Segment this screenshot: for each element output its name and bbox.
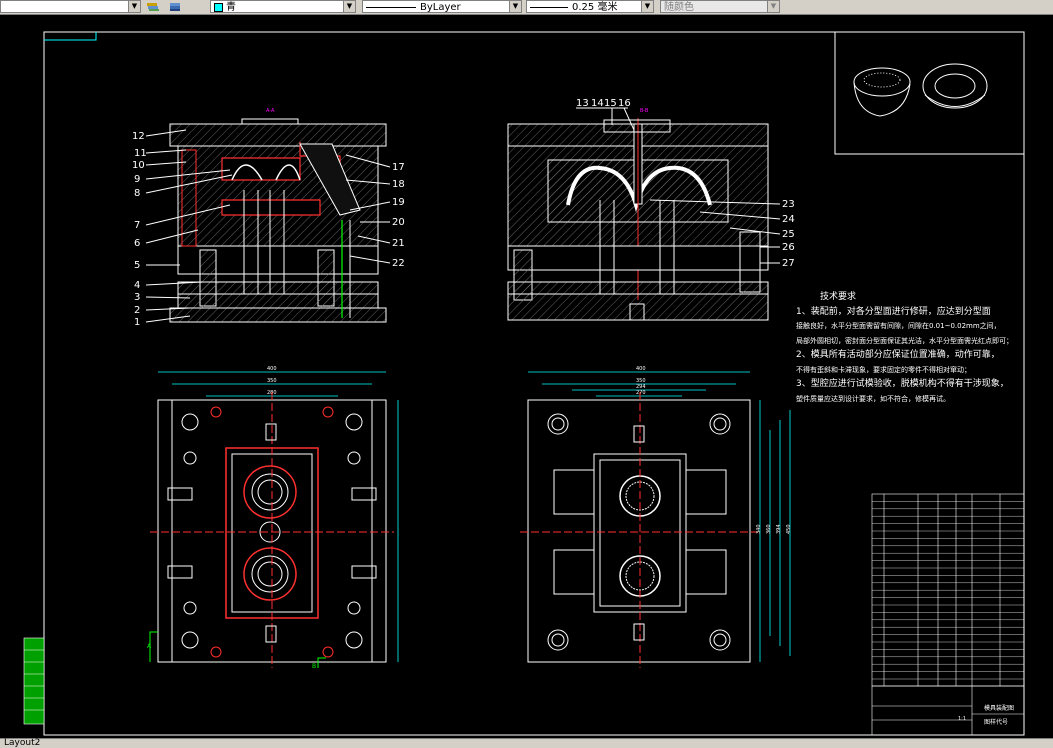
callout: 7 (134, 220, 140, 231)
tech-requirements-title: 技术要求 (820, 292, 857, 302)
part-callouts-left-view: 12 11 10 9 8 7 6 5 4 3 2 1 17 18 19 20 2… (132, 129, 405, 328)
callout: 21 (392, 238, 405, 249)
callout: 6 (134, 238, 140, 249)
chevron-down-icon[interactable]: ▼ (767, 1, 779, 12)
callout: 3 (134, 292, 140, 303)
dimension-text: 400 (636, 366, 646, 372)
dimension-text: 360 (766, 524, 772, 534)
make-object-layer-current-icon[interactable] (146, 0, 160, 12)
part-callouts-right-view: 13 14 15 16 23 24 25 26 27 (576, 98, 795, 269)
color-swatch (214, 2, 223, 12)
properties-toolbar: ▼ 青 ▼ ByLayer ▼ 0.25 毫米 ▼ 随颜色 ▼ (0, 0, 1053, 15)
linetype-control-dropdown[interactable]: ByLayer ▼ (362, 0, 522, 13)
callout: 10 (132, 160, 145, 171)
callout: 12 (132, 131, 145, 142)
layer-previous-icon[interactable] (168, 0, 182, 12)
tech-requirement-line: 塑件质量应达到设计要求，如不符合，修模再试。 (796, 394, 950, 403)
lineweight-label: 0.25 毫米 (572, 2, 618, 13)
dimension-text: 394 (776, 524, 782, 534)
dimension-text: 270 (636, 390, 646, 396)
chevron-down-icon[interactable]: ▼ (509, 1, 521, 12)
callout: 5 (134, 260, 140, 271)
right-section-view: B-B (507, 108, 769, 321)
dimension-text: 350 (267, 378, 277, 384)
callout: 15 (604, 98, 617, 109)
chevron-down-icon[interactable]: ▼ (128, 1, 140, 12)
dimension-text: 340 (756, 524, 762, 534)
callout: 4 (134, 280, 140, 291)
tech-requirement-line: 3、型腔应进行试模验收，脱模机构不得有干涉现象， (796, 379, 1009, 389)
tech-requirement-line: 不得有歪斜和卡滞现象，要求固定的零件不得相对窜动； (796, 365, 971, 374)
section-mark-a: A (147, 643, 152, 650)
callout: 9 (134, 174, 140, 185)
svg-text:A-A: A-A (266, 108, 275, 114)
tech-requirement-line: 接触良好，水平分型面需留有间隙，间隙在0.01~0.02mm之间， (796, 322, 1001, 330)
layer-control-dropdown[interactable]: ▼ (0, 0, 141, 13)
callout: 1 (134, 317, 140, 328)
dimension-text: 450 (786, 524, 792, 534)
dimension-text: 294 (636, 384, 646, 390)
callout: 23 (782, 199, 795, 210)
callout: 25 (782, 229, 795, 240)
tech-requirement-line: 1、装配前，对各分型面进行修研，应达到分型面 (796, 306, 991, 317)
dimension-text: 400 (267, 366, 277, 372)
callout: 27 (782, 258, 795, 269)
left-plan-view: 400 350 280 A B (147, 366, 399, 670)
callout: 19 (392, 197, 405, 208)
color-control-dropdown[interactable]: 青 ▼ (210, 0, 356, 13)
color-label: 青 (226, 2, 236, 13)
callout: 13 (576, 98, 589, 109)
dimension-text: 350 (636, 378, 646, 384)
left-section-view: A-A (169, 108, 387, 323)
svg-text:B-B: B-B (640, 108, 649, 114)
callout: 17 (392, 162, 405, 173)
right-plan-view: 400 350 294 270 340 360 394 450 (520, 366, 792, 668)
linetype-sample (366, 6, 416, 8)
lineweight-control-dropdown[interactable]: 0.25 毫米 ▼ (526, 0, 654, 13)
tech-requirement-line: 2、模具所有活动部分应保证位置准确，动作可靠， (796, 350, 1000, 360)
revision-table (23, 637, 45, 725)
callout: 2 (134, 305, 140, 316)
linetype-label: ByLayer (420, 2, 461, 13)
plotstyle-control-dropdown[interactable]: 随颜色 ▼ (660, 0, 780, 13)
tech-requirement-line: 局部外圆相切，密封面分型面保证其光洁，水平分型面需光红点即可； (796, 336, 1013, 345)
drawing-border (43, 31, 1025, 736)
callout: 8 (134, 188, 140, 199)
title-block-drawing-number: 图样代号 (984, 718, 1008, 726)
callout: 11 (134, 148, 147, 159)
chevron-down-icon[interactable]: ▼ (343, 1, 355, 12)
layout-tab-bar: Layout2 (0, 738, 1053, 748)
callout: 16 (618, 98, 631, 109)
chevron-down-icon[interactable]: ▼ (641, 1, 653, 12)
bom-rows (872, 501, 1024, 680)
title-block-scale: 1:1 (958, 716, 966, 722)
tab-layout2[interactable]: Layout2 (4, 738, 41, 748)
lineweight-sample (530, 6, 568, 8)
section-mark-b: B (312, 663, 316, 670)
callout: 20 (392, 217, 405, 228)
callout: 14 (591, 98, 604, 109)
title-block-product-name: 模具装配图 (984, 704, 1014, 712)
callout: 18 (392, 179, 405, 190)
callout: 24 (782, 214, 795, 225)
technical-requirements: 技术要求 1、装配前，对各分型面进行修研，应达到分型面 接触良好，水平分型面需留… (796, 290, 1036, 406)
part-3d-preview (853, 63, 988, 117)
callout: 22 (392, 258, 405, 269)
drawing-canvas[interactable]: A-A 12 11 10 9 8 7 6 5 4 3 2 1 17 18 19 … (0, 14, 1053, 738)
title-block (871, 685, 1025, 736)
plotstyle-label: 随颜色 (664, 2, 694, 13)
callout: 26 (782, 242, 795, 253)
